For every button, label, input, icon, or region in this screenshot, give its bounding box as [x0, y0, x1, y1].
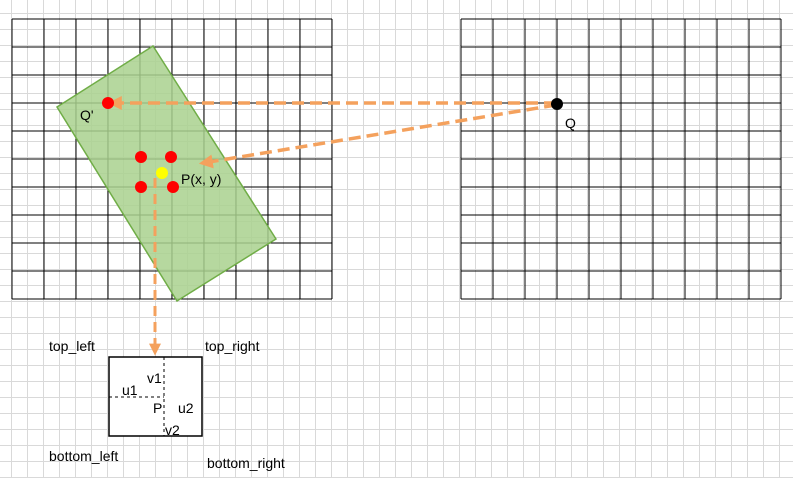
label-p: P(x, y)	[181, 171, 221, 187]
label-bottom-right: bottom_right	[207, 455, 285, 471]
label-u1: u1	[122, 382, 138, 398]
arrow-q-to-p	[198, 103, 557, 169]
neighbor-bottom-left-point	[135, 181, 147, 193]
neighbor-top-left-point	[135, 151, 147, 163]
label-top-right: top_right	[205, 338, 260, 354]
point-q-prime	[102, 97, 114, 109]
source-grid	[460, 18, 782, 300]
sample-point-p	[156, 167, 168, 179]
label-bottom-left: bottom_left	[49, 448, 118, 464]
label-center-p: P	[153, 400, 162, 416]
label-v1: v1	[147, 370, 162, 386]
label-v2: v2	[165, 422, 180, 438]
label-q: Q	[565, 115, 576, 131]
neighbor-top-right-point	[165, 151, 177, 163]
label-top-left: top_left	[49, 338, 95, 354]
label-u2: u2	[178, 400, 194, 416]
neighbor-bottom-right-point	[167, 181, 179, 193]
point-q	[551, 98, 563, 110]
interpolation-box	[108, 356, 203, 437]
label-q-prime: Q'	[80, 107, 94, 123]
